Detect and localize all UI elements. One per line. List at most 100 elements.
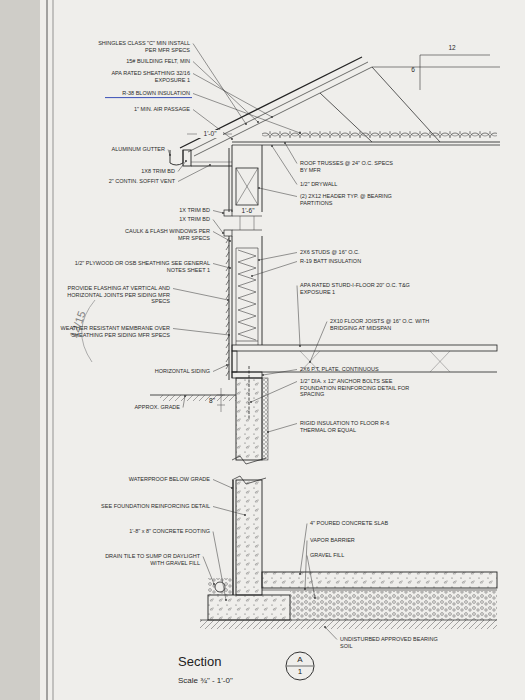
- section-marker-text: 1: [285, 666, 315, 678]
- callout-note: ALUMINUM GUTTER: [95, 146, 165, 153]
- leader-dot: [304, 588, 306, 590]
- leader-line: [213, 507, 245, 516]
- leader-dot: [184, 395, 186, 397]
- leader-dot: [267, 431, 269, 433]
- leader-line: [173, 289, 228, 301]
- siding-board: [226, 343, 229, 348]
- siding-board: [226, 245, 229, 250]
- leader-line: [213, 532, 226, 601]
- siding-board: [226, 259, 229, 264]
- leader-line: [259, 188, 297, 197]
- leader-line: [325, 627, 337, 640]
- callout-note: CAULK & FLASH WINDOWS PER MFR SPECS: [115, 228, 210, 241]
- leader-dot: [231, 138, 233, 140]
- callout-note: 1X TRIM BD: [140, 207, 210, 214]
- dimension-label: Scale ¾" - 1'-0": [178, 676, 278, 686]
- callout-note: 1/2" DRYWALL: [300, 181, 385, 188]
- callout-note: 2X6 STUDS @ 16" O.C.: [300, 249, 400, 256]
- leader-dot: [271, 116, 273, 118]
- callout-note: (2) 2X12 HEADER TYP. @ BEARING PARTITION…: [300, 193, 400, 206]
- callout-note: APPROX. GRADE: [120, 404, 180, 411]
- callout-note: WATERPROOF BELOW GRADE: [110, 476, 210, 483]
- leader-line: [285, 143, 297, 164]
- leader-dot: [258, 187, 260, 189]
- leader-line: [213, 264, 230, 269]
- callout-note: VAPOR BARRIER: [310, 537, 395, 544]
- leader-line: [168, 150, 170, 156]
- siding-board: [226, 287, 229, 292]
- callout-note: 2X6 P.T. PLATE, CONTINUOUS: [300, 366, 400, 373]
- leader-line: [310, 322, 327, 363]
- dimension-label: 1'-6": [236, 207, 260, 215]
- leader-dot: [262, 374, 264, 376]
- leader-dot: [244, 514, 246, 516]
- leader-dot: [324, 626, 326, 628]
- siding-board: [226, 357, 229, 362]
- leader-dot: [284, 142, 286, 144]
- siding-board: [226, 371, 229, 376]
- siding-board: [226, 280, 229, 285]
- leader-dot: [231, 487, 233, 489]
- pen-underline: [105, 97, 192, 98]
- leader-dot: [229, 267, 231, 269]
- callout-note: ROOF TRUSSES @ 24" O.C. SPECS BY MFR: [300, 160, 395, 173]
- leader-dot: [209, 164, 211, 166]
- dimension-label: 12: [445, 44, 459, 52]
- siding-board: [226, 308, 229, 313]
- leader-line: [178, 161, 186, 172]
- dimension-label: 8": [206, 397, 218, 405]
- leader-line: [213, 232, 230, 242]
- siding-board: [226, 266, 229, 271]
- leader-line: [183, 396, 185, 408]
- batt-insulation: [238, 250, 256, 340]
- leader-line: [193, 110, 232, 140]
- siding-board: [226, 322, 229, 327]
- leader-dot: [169, 154, 171, 156]
- leader-dot: [225, 599, 227, 601]
- siding-board: [226, 364, 229, 369]
- leader-dot: [185, 160, 187, 162]
- callout-note: 1'-8" x 8" CONCRETE FOOTING: [105, 528, 210, 535]
- leader-line: [213, 220, 223, 234]
- leader-line: [307, 556, 315, 599]
- leader-line: [305, 541, 307, 590]
- callout-note: 1" MIN. AIR PASSAGE: [100, 106, 190, 113]
- leader-line: [213, 365, 227, 372]
- callout-note: 4" POURED CONCRETE SLAB: [310, 520, 395, 527]
- leader-dot: [258, 259, 260, 261]
- leader-line: [193, 94, 300, 134]
- pencil-note: 12/15: [65, 304, 91, 346]
- leader-dot: [271, 145, 273, 147]
- section-marker-text: A: [285, 654, 315, 666]
- siding-board: [226, 336, 229, 341]
- siding-board: [226, 329, 229, 334]
- siding-board: [226, 252, 229, 257]
- callout-note: 1X8 TRIM BD: [95, 168, 175, 175]
- callout-note: GRAVEL FILL: [310, 552, 395, 559]
- leader-line: [213, 211, 223, 214]
- siding-board: [226, 350, 229, 355]
- leader-line: [272, 146, 297, 185]
- siding-board: [226, 294, 229, 299]
- callout-note: UNDISTURBED APPROVED BEARING SOIL: [340, 636, 450, 649]
- siding-board: [226, 301, 229, 306]
- leader-dot: [229, 240, 231, 242]
- section-marker: A1: [285, 651, 315, 681]
- leader-line: [251, 382, 297, 403]
- leader-line: [193, 74, 272, 118]
- leader-line: [268, 424, 297, 433]
- leader-line: [203, 557, 214, 585]
- callout-note: 2X10 FLOOR JOISTS @ 16" O.C. WITH BRIDGI…: [330, 318, 445, 331]
- callout-note: 2" CONTIN. SOFFIT VENT: [85, 178, 175, 185]
- callout-note: APA RATED SHEATHING 32/16 EXPOSURE 1: [100, 70, 190, 83]
- callout-note: 1/2" PLYWOOD OR OSB SHEATHING SEE GENERA…: [60, 260, 210, 273]
- callout-note: DRAIN TILE TO SUMP OR DAYLIGHT WITH GRAV…: [100, 553, 200, 566]
- siding-board: [226, 273, 229, 278]
- leader-line: [193, 62, 258, 123]
- leader-dot: [299, 132, 301, 134]
- callout-note: 1/2" DIA. x 12" ANCHOR BOLTS SEE FOUNDAT…: [300, 378, 420, 398]
- leader-line: [297, 286, 300, 347]
- callout-note: R-38 BLOWN INSULATION: [95, 90, 190, 97]
